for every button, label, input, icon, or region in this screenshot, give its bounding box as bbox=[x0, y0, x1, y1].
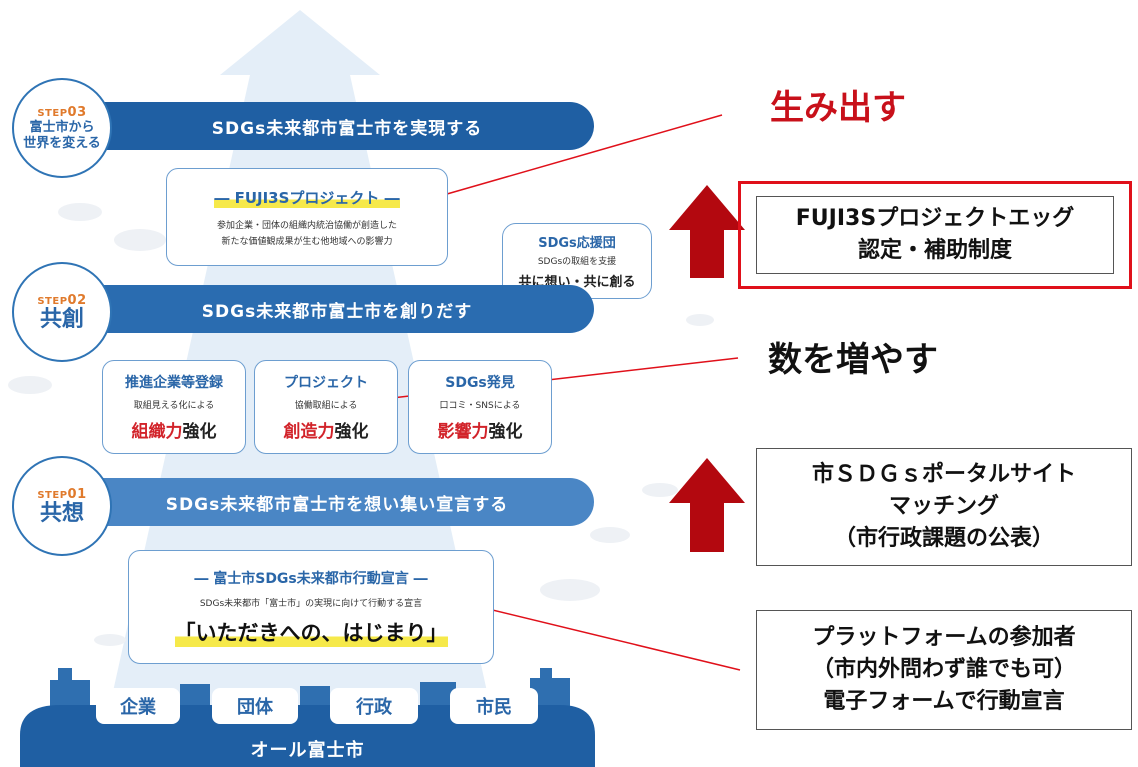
card-registration-effect: 組織力強化 bbox=[131, 422, 217, 442]
fuji3s-card: ― FUJI3Sプロジェクト ― 参加企業・団体の組織内統治協働が創造した 新た… bbox=[166, 168, 448, 266]
portal-box: 市ＳＤＧｓポータルサイト マッチング （市行政課題の公表） bbox=[756, 448, 1132, 566]
card-discovery: SDGs発見 口コミ・SNSによる 影響力強化 bbox=[408, 360, 552, 454]
fuji3s-title: ― FUJI3Sプロジェクト ― bbox=[214, 187, 400, 208]
egg-system-line2: 認定・補助制度 bbox=[857, 238, 1012, 263]
egg-system-box: FUJI3Sプロジェクトエッグ 認定・補助制度 bbox=[756, 196, 1114, 274]
card-discovery-title: SDGs発見 bbox=[445, 375, 515, 391]
bubble-title: SDGs応援団 bbox=[538, 236, 616, 251]
platform-box: プラットフォームの参加者 （市内外問わず誰でも可） 電子フォームで行動宣言 bbox=[756, 610, 1132, 730]
card-discovery-effect: 影響力強化 bbox=[437, 422, 523, 442]
step2-title: 共創 bbox=[39, 306, 84, 332]
step3-tag: STEP03 bbox=[37, 104, 87, 120]
card-project-desc: 協働取組による bbox=[294, 401, 358, 411]
bar-step1-label: SDGs未来都市富士市を想い集い宣言する bbox=[165, 494, 509, 515]
up-arrow-2 bbox=[669, 458, 745, 552]
platform-line3: 電子フォームで行動宣言 bbox=[823, 689, 1065, 714]
bar-step3: SDGs未来都市富士市を実現する bbox=[60, 102, 594, 150]
card-project: プロジェクト 協働取組による 創造力強化 bbox=[254, 360, 398, 454]
chip-organizations: 団体 bbox=[212, 688, 298, 724]
declaration-title: ― 富士市SDGs未来都市行動宣言 ― bbox=[194, 570, 428, 587]
portal-line1: 市ＳＤＧｓポータルサイト bbox=[811, 462, 1076, 487]
step3-title-2: 世界を変える bbox=[23, 135, 101, 151]
clouds bbox=[8, 203, 714, 646]
portal-line2: マッチング bbox=[888, 494, 999, 519]
chip-companies: 企業 bbox=[96, 688, 180, 724]
platform-line1: プラットフォームの参加者 bbox=[812, 625, 1076, 650]
step2-tag: STEP02 bbox=[37, 292, 87, 308]
create-label: 生み出す bbox=[770, 88, 906, 128]
bar-step2-label: SDGs未来都市富士市を創りだす bbox=[201, 301, 473, 322]
chip-government: 行政 bbox=[330, 688, 418, 724]
card-project-effect: 創造力強化 bbox=[283, 422, 369, 442]
card-discovery-desc: 口コミ・SNSによる bbox=[439, 401, 521, 411]
card-project-title: プロジェクト bbox=[284, 375, 368, 391]
step3-title-1: 富士市から bbox=[29, 119, 95, 135]
step1-title: 共想 bbox=[39, 500, 84, 526]
bubble-desc: SDGsの取組を支援 bbox=[537, 257, 617, 267]
portal-line3: （市行政課題の公表） bbox=[833, 526, 1054, 551]
egg-system-line1: FUJI3Sプロジェクトエッグ bbox=[795, 206, 1075, 231]
base-label: オール富士市 bbox=[250, 740, 365, 761]
increase-label: 数を増やす bbox=[768, 340, 938, 380]
step2-circle: STEP02 共創 bbox=[12, 262, 112, 362]
step1-tag: STEP01 bbox=[37, 486, 87, 502]
highlight-frame bbox=[738, 181, 1132, 289]
step1-circle: STEP01 共想 bbox=[12, 456, 112, 556]
declaration-slogan: 「いただきへの、はじまり」 bbox=[174, 616, 448, 647]
declaration-desc: SDGs未来都市「富士市」の実現に向けて行動する宣言 bbox=[199, 598, 423, 609]
fuji3s-desc-1: 参加企業・団体の組織内統治協働が創造した bbox=[216, 221, 397, 231]
card-registration-title: 推進企業等登録 bbox=[125, 375, 223, 391]
bar-step2: SDGs未来都市富士市を創りだす bbox=[60, 285, 594, 333]
card-registration: 推進企業等登録 取組見える化による 組織力強化 bbox=[102, 360, 246, 454]
bar-step1: SDGs未来都市富士市を想い集い宣言する bbox=[60, 478, 594, 526]
up-arrow-1 bbox=[669, 185, 745, 278]
bar-step3-label: SDGs未来都市富士市を実現する bbox=[211, 118, 483, 139]
platform-line2: （市内外問わず誰でも可） bbox=[811, 657, 1076, 682]
fuji3s-desc-2: 新たな価値観成果が生む他地域への影響力 bbox=[221, 237, 393, 247]
declaration-card: ― 富士市SDGs未来都市行動宣言 ― SDGs未来都市「富士市」の実現に向けて… bbox=[128, 550, 494, 664]
chip-citizens: 市民 bbox=[450, 688, 538, 724]
step3-circle: STEP03 富士市から 世界を変える bbox=[12, 78, 112, 178]
card-registration-desc: 取組見える化による bbox=[133, 401, 215, 411]
